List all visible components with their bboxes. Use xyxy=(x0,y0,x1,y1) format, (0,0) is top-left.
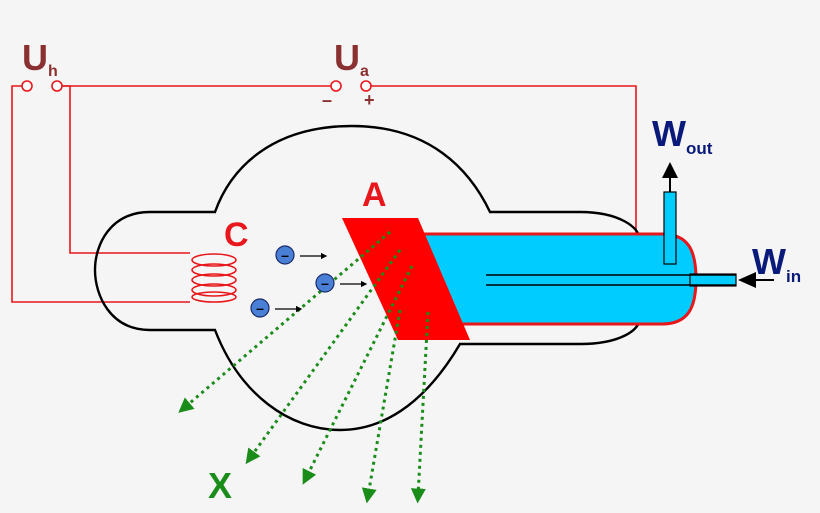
xray-beam-2 xyxy=(245,249,402,465)
water-outlet-pipe xyxy=(663,191,677,265)
anode-voltage-label: Ua xyxy=(334,37,369,80)
heater-wire-2 xyxy=(57,85,190,254)
svg-text:–: – xyxy=(256,300,264,316)
svg-text:–: – xyxy=(281,247,289,263)
anode-terminal-plus xyxy=(360,80,372,92)
xray-beam-5 xyxy=(410,311,430,504)
water-inlet-pipe xyxy=(486,273,737,287)
electrons: – – – xyxy=(250,245,368,318)
water-in-label: Win xyxy=(752,241,801,286)
electron-3: – xyxy=(250,298,303,318)
heater-terminal-2 xyxy=(51,80,63,92)
water-out-label: Wout xyxy=(652,113,713,158)
electron-2: – xyxy=(315,273,368,293)
heater-voltage-label: Uh xyxy=(22,37,58,80)
xray-beam-1 xyxy=(178,230,391,413)
xray-beams xyxy=(178,230,430,504)
xray-label: X xyxy=(208,465,232,506)
heater-terminal-1 xyxy=(21,80,33,92)
heater-wire-1 xyxy=(11,85,190,303)
anode-terminal-minus xyxy=(330,80,342,92)
svg-text:–: – xyxy=(321,275,329,291)
terminals xyxy=(21,80,372,92)
xray-beam-4 xyxy=(361,309,402,504)
anode-minus-label: – xyxy=(322,90,332,110)
anode-supply-wire xyxy=(366,85,637,236)
cathode-label: C xyxy=(224,216,249,254)
anode-label: A xyxy=(362,176,387,214)
glass-envelope xyxy=(93,124,642,432)
water-out-arrowhead xyxy=(662,162,678,178)
cathode-filament xyxy=(191,253,237,303)
xray-beam-3 xyxy=(302,265,414,485)
water-in-arrowhead xyxy=(738,272,756,288)
electron-1: – xyxy=(275,245,328,265)
water-flow-arrows xyxy=(662,162,774,288)
circuit-wires xyxy=(11,85,637,303)
anode-plus-label: + xyxy=(364,90,375,110)
